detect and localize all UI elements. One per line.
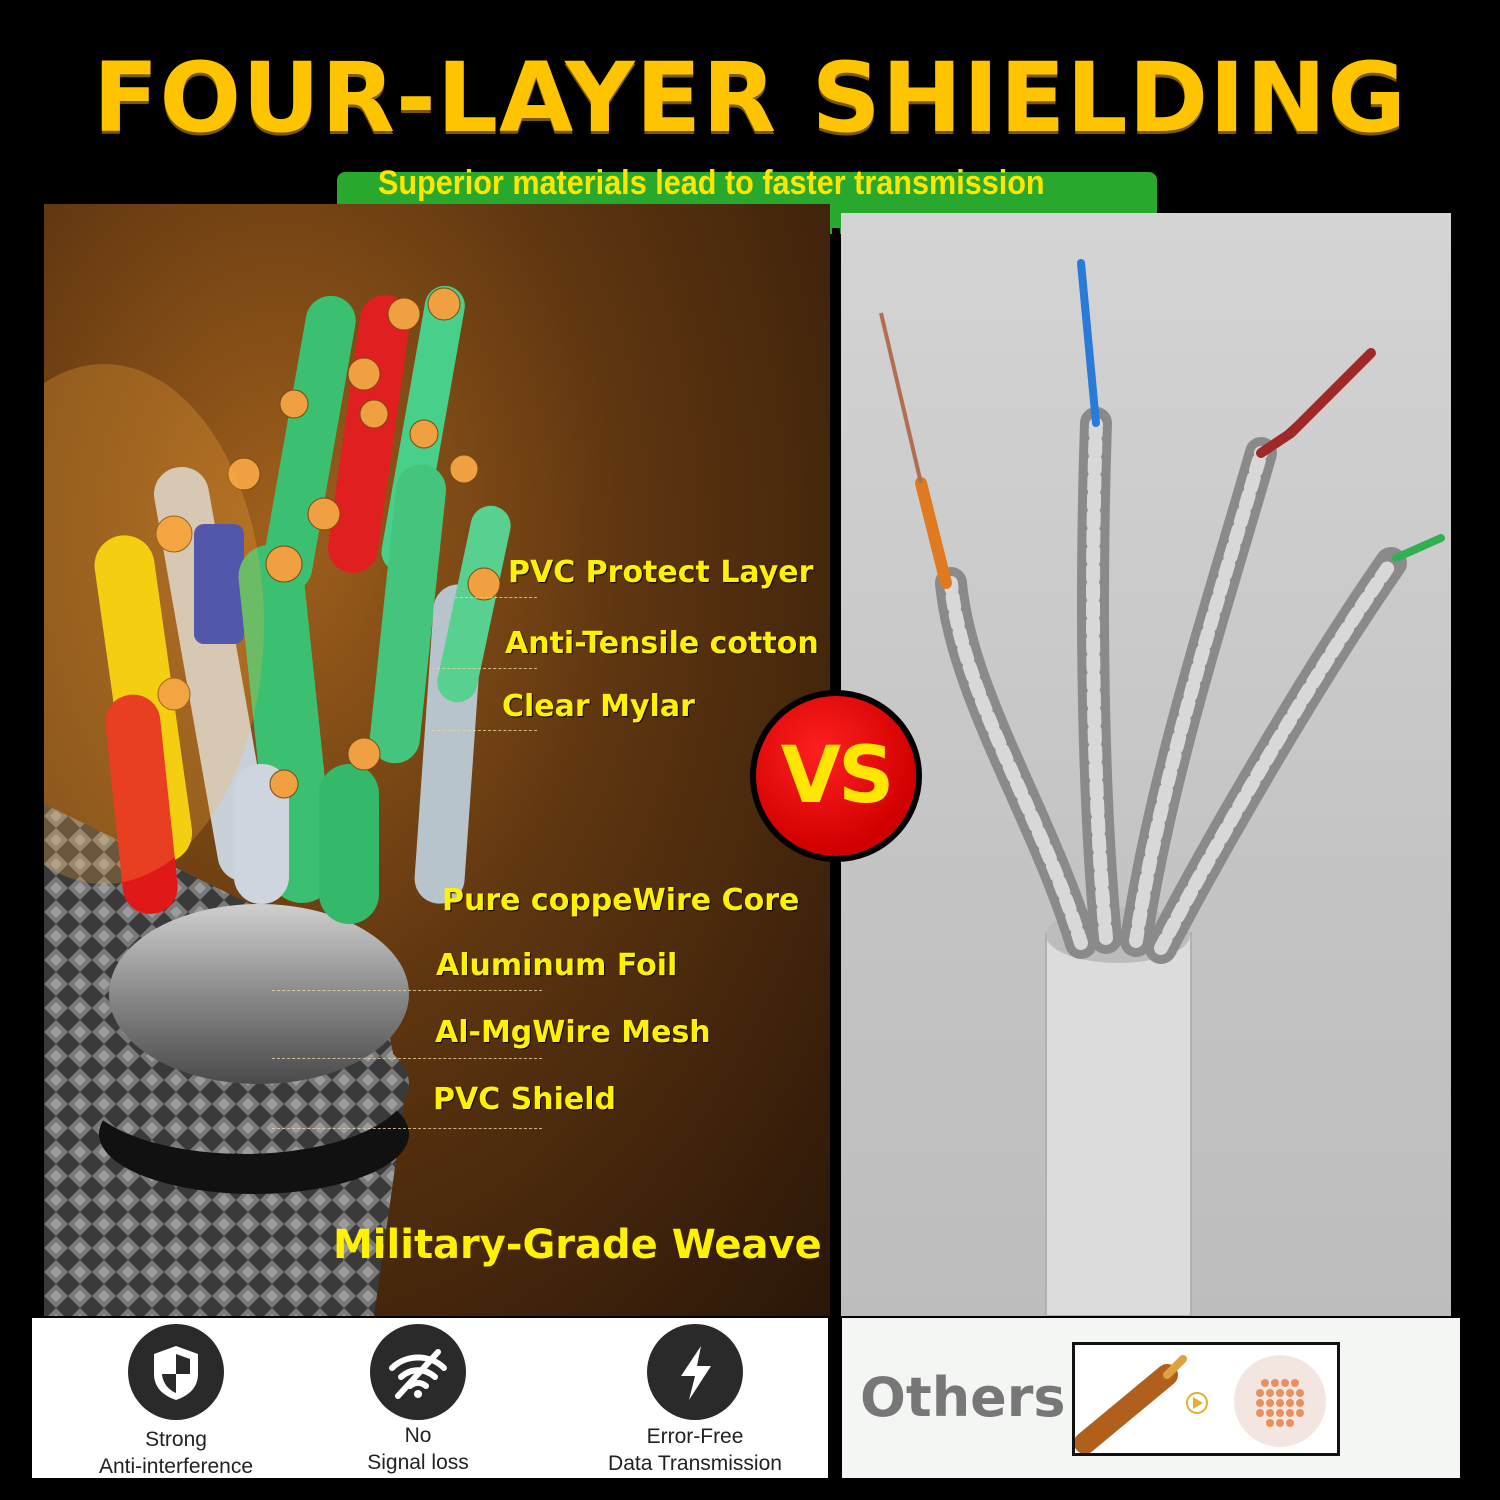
feature-line2: Signal loss bbox=[367, 1451, 469, 1474]
vs-badge: VS bbox=[750, 690, 922, 862]
leader-line bbox=[432, 668, 537, 669]
weave-label: Military-Grade Weave bbox=[333, 1222, 822, 1268]
braided-cable-illustration bbox=[44, 285, 511, 1316]
layer-label-aluminum-foil: Aluminum Foil bbox=[436, 948, 678, 983]
leader-line bbox=[272, 1058, 542, 1059]
competitor-cable-panel bbox=[841, 213, 1451, 1316]
copper-wire-icon bbox=[1072, 1342, 1340, 1456]
feature-error-free: Error-Free Data Transmission bbox=[565, 1318, 825, 1478]
competitor-cable-illustration bbox=[879, 259, 1445, 1316]
feature-anti-interference: Strong Anti-interference bbox=[46, 1318, 306, 1478]
layer-label-pvc-shield: PVC Shield bbox=[433, 1082, 617, 1117]
lightning-icon bbox=[647, 1324, 743, 1420]
feature-line2: Data Transmission bbox=[608, 1452, 782, 1475]
layer-label-mesh: Al-MgWire Mesh bbox=[435, 1015, 711, 1050]
shield-icon bbox=[128, 1324, 224, 1420]
leader-line bbox=[272, 990, 542, 991]
leader-line bbox=[432, 730, 537, 731]
no-wifi-icon bbox=[370, 1324, 466, 1420]
cable-cross-section-panel bbox=[44, 204, 830, 1316]
feature-line1: No bbox=[404, 1424, 432, 1447]
subtitle-text: Superior materials lead to faster transm… bbox=[378, 164, 1045, 241]
leader-line bbox=[455, 597, 537, 598]
feature-line1: Error-Free bbox=[646, 1425, 744, 1448]
feature-line1: Strong bbox=[145, 1428, 207, 1451]
feature-no-signal-loss: No Signal loss bbox=[288, 1318, 548, 1478]
vs-text: VS bbox=[780, 731, 895, 821]
layer-label-pvc-protect: PVC Protect Layer bbox=[508, 555, 814, 590]
others-strip: Others bbox=[842, 1318, 1460, 1478]
feature-line2: Anti-interference bbox=[98, 1455, 254, 1478]
layer-label-copper-core: Pure coppeWire Core bbox=[442, 883, 800, 918]
layer-label-clear-mylar: Clear Mylar bbox=[502, 689, 695, 724]
page-title: FOUR-LAYER SHIELDING bbox=[92, 42, 1408, 154]
others-label: Others bbox=[860, 1366, 1066, 1429]
layer-label-anti-tensile: Anti-Tensile cotton bbox=[505, 626, 819, 661]
feature-strip: Strong Anti-interference No Signal loss bbox=[32, 1318, 828, 1478]
leader-line bbox=[272, 1128, 542, 1129]
